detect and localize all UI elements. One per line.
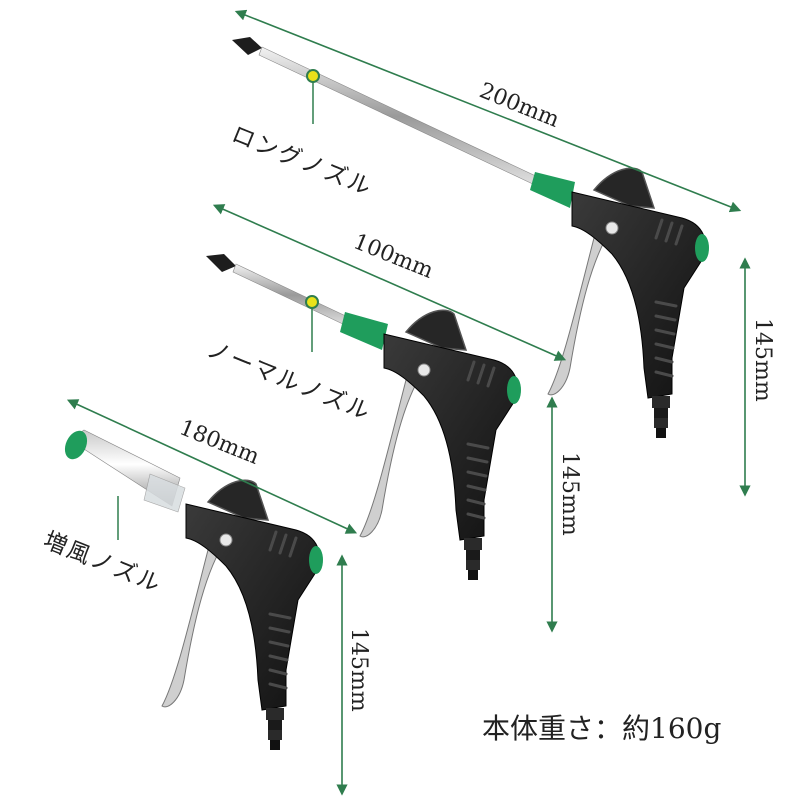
long-nozzle-rod <box>232 37 575 208</box>
boost-nozzle-name-label: 増風ノズル <box>40 527 166 598</box>
long-gun-body <box>546 166 711 440</box>
nozzle-marker-dot <box>305 295 319 309</box>
normal-gun-height-label: 145mm <box>557 452 582 536</box>
long-gun-height-label: 145mm <box>750 318 775 402</box>
normal-nozzle-rod <box>206 254 388 352</box>
boost-gun-body <box>160 478 325 752</box>
boost-nozzle-gun <box>64 429 325 752</box>
weight-label: 本体重さ：約160g <box>482 712 721 745</box>
normal-gun-body <box>358 308 523 582</box>
nozzle-marker-dot <box>306 69 320 83</box>
boost-nozzle-tube <box>64 429 186 540</box>
boost-nozzle-length-label: 180mm <box>176 415 263 470</box>
boost-gun-height-label: 145mm <box>346 628 371 712</box>
normal-nozzle-length-label: 100mm <box>350 229 437 284</box>
long-nozzle-name-label: ロングノズル <box>228 121 376 201</box>
long-nozzle-length-label: 200mm <box>476 78 563 133</box>
normal-nozzle-name-label: ノーマルノズル <box>203 336 375 426</box>
dimension-lines <box>66 9 751 796</box>
